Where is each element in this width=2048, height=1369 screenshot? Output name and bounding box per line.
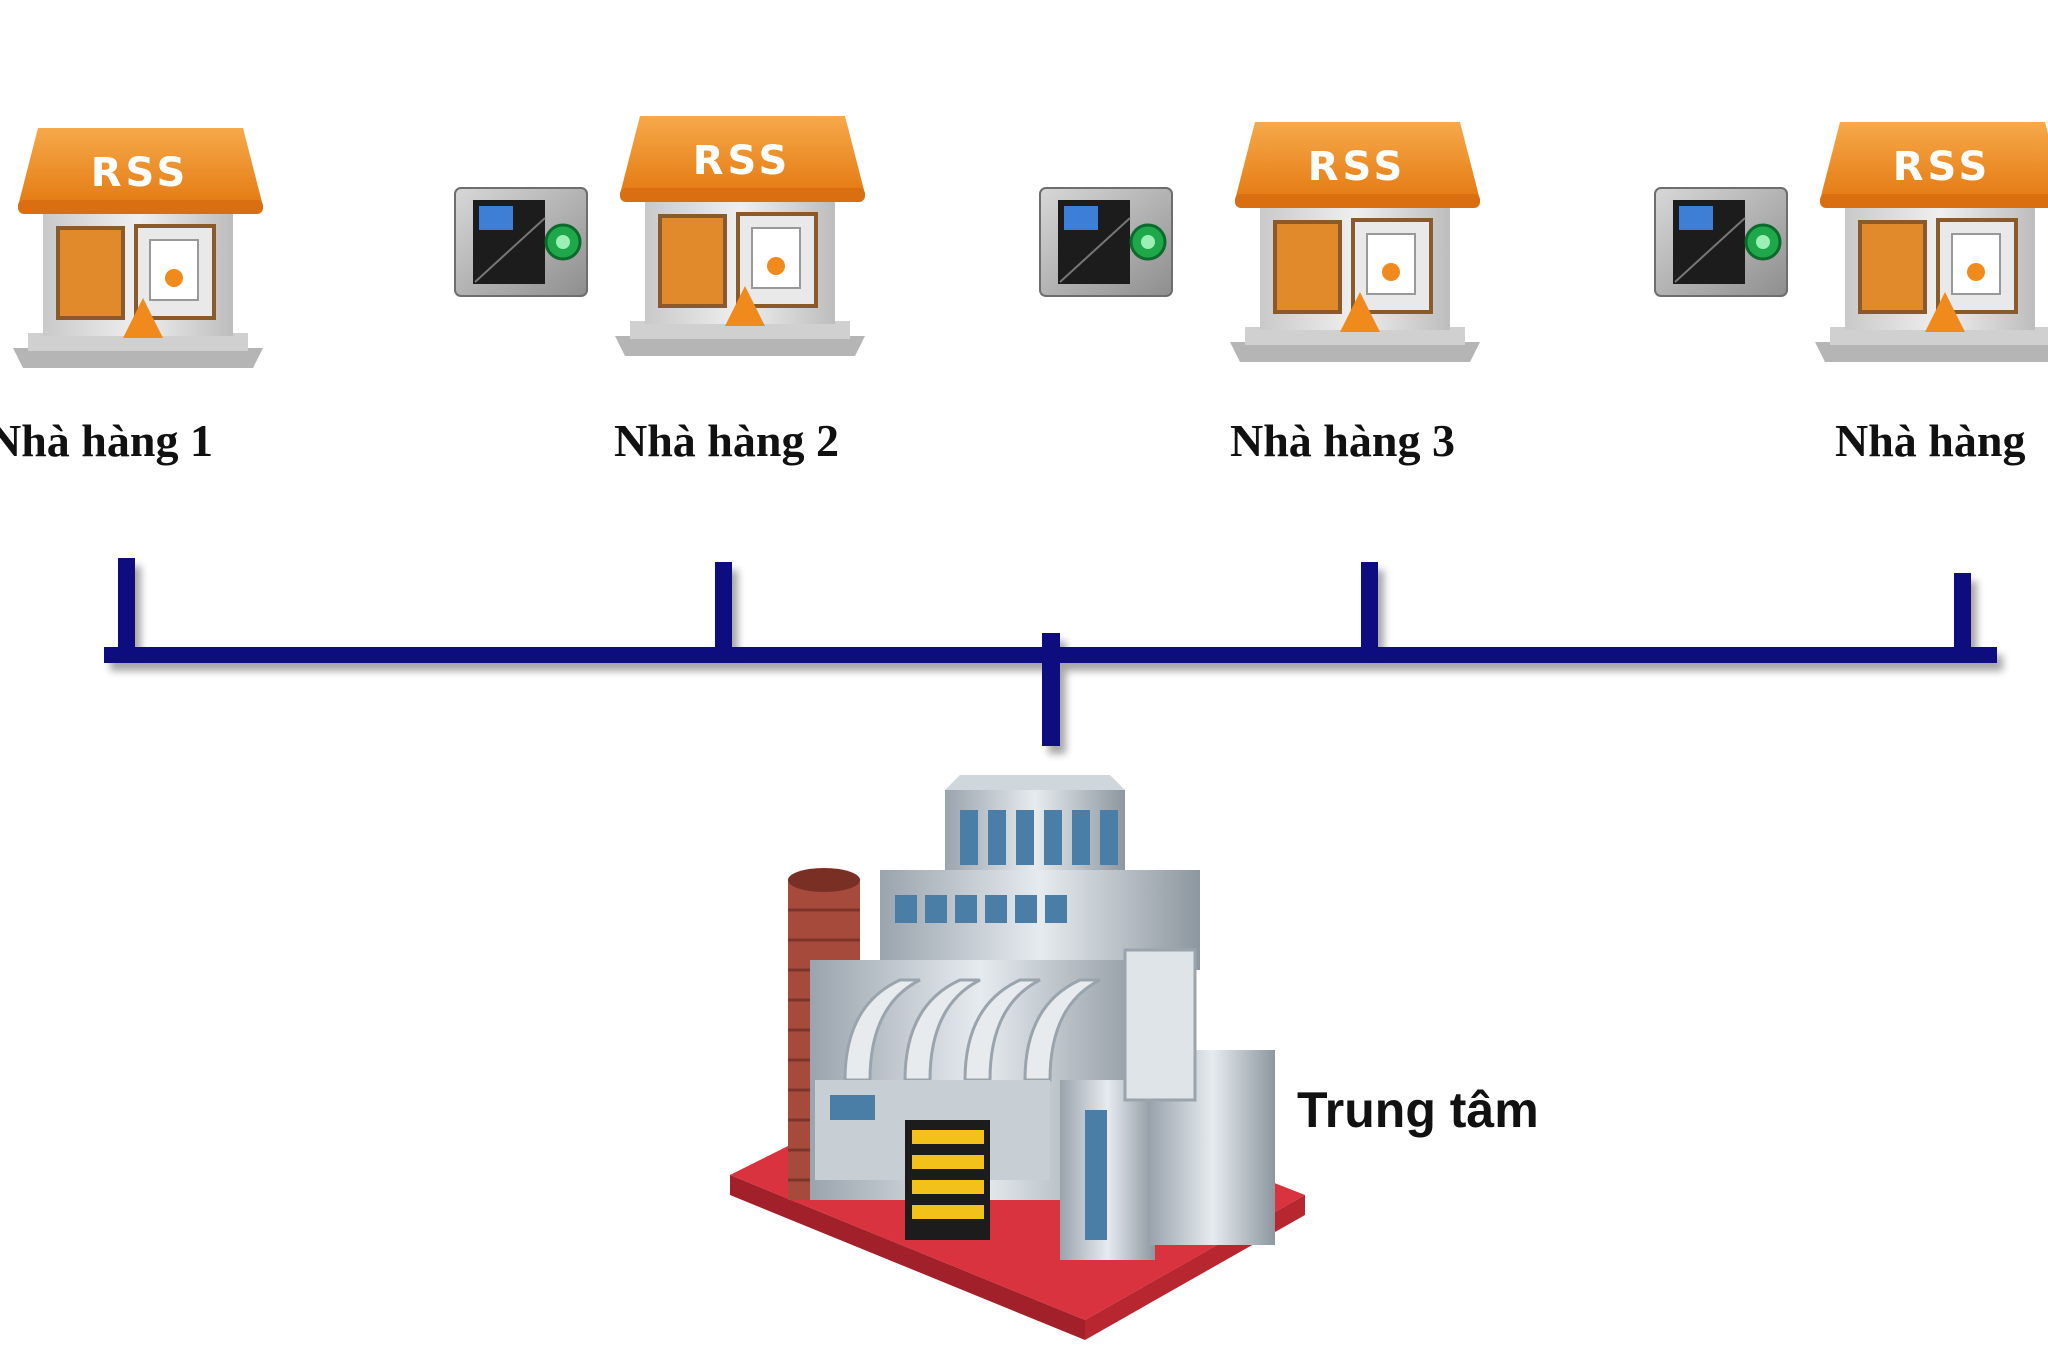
restaurant-1-label: Nhà hàng 1 xyxy=(0,415,213,466)
bus-drop-center xyxy=(1042,633,1060,746)
network-bus xyxy=(104,558,1997,746)
restaurant-2-label: Nhà hàng 2 xyxy=(614,415,839,466)
restaurant-4-label: Nhà hàng xyxy=(1835,415,2026,466)
bus-drop-restaurant-2 xyxy=(715,562,732,655)
store-sign-3: RSS xyxy=(1308,144,1407,190)
store-icon-1: RSS xyxy=(13,128,263,368)
center-label: Trung tâm xyxy=(1297,1082,1539,1138)
store-icon-2: RSS xyxy=(615,116,865,356)
bus-drop-restaurant-1 xyxy=(118,558,135,655)
fingerprint-terminal-icon-4 xyxy=(1654,187,1788,297)
store-sign-4: RSS xyxy=(1893,144,1992,190)
fingerprint-terminal-icon-2 xyxy=(454,187,588,297)
bus-drop-restaurant-3 xyxy=(1361,562,1378,655)
restaurant-3-label: Nhà hàng 3 xyxy=(1230,415,1455,466)
bus-drop-restaurant-4 xyxy=(1954,573,1971,655)
store-sign-1: RSS xyxy=(91,150,190,196)
store-icon-3: RSS xyxy=(1230,122,1480,362)
store-sign-2: RSS xyxy=(693,138,792,184)
factory-icon xyxy=(730,775,1305,1340)
fingerprint-terminal-icon-3 xyxy=(1039,187,1173,297)
store-icon-4: RSS xyxy=(1815,122,2048,362)
